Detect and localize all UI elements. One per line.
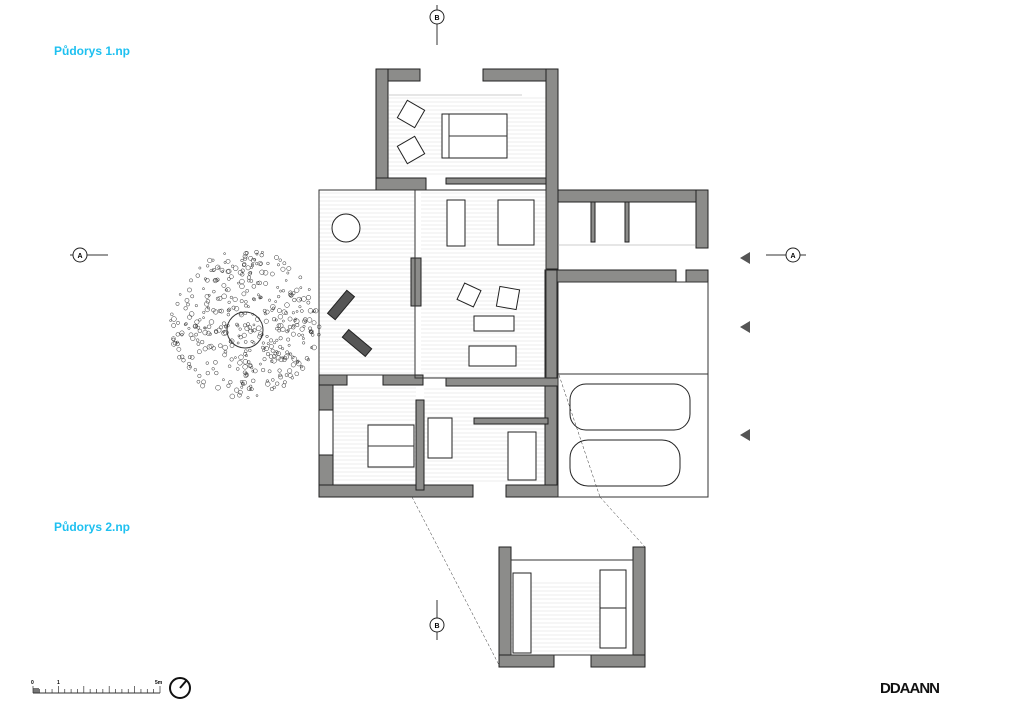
plan-outlines — [318, 94, 709, 498]
svg-text:A: A — [791, 253, 796, 260]
upper-floor-plan — [411, 496, 646, 668]
north-arrow-icon — [169, 677, 191, 699]
section-marker-b-top: B — [429, 5, 445, 45]
section-marker-a-right: A — [766, 247, 806, 263]
section-marker-b-bottom: B — [429, 600, 445, 640]
svg-text:B: B — [435, 15, 440, 22]
entrance-arrow-icon — [740, 252, 750, 441]
section-marker-a-left: A — [70, 247, 108, 263]
upper-floor-title: Půdorys 2.np — [54, 520, 131, 534]
svg-text:1: 1 — [57, 680, 60, 686]
ground-floor-title: Půdorys 1.np — [54, 44, 131, 58]
furniture — [326, 99, 691, 498]
logo: DDAANN — [880, 680, 940, 697]
ground-floor-walls — [318, 68, 709, 498]
svg-text:5m: 5m — [155, 680, 163, 686]
svg-text:B: B — [435, 623, 440, 630]
svg-text:0: 0 — [31, 680, 34, 686]
scale-bar: 0 1 5m — [31, 680, 163, 694]
tree-icon — [169, 249, 322, 400]
svg-text:A: A — [78, 253, 83, 260]
